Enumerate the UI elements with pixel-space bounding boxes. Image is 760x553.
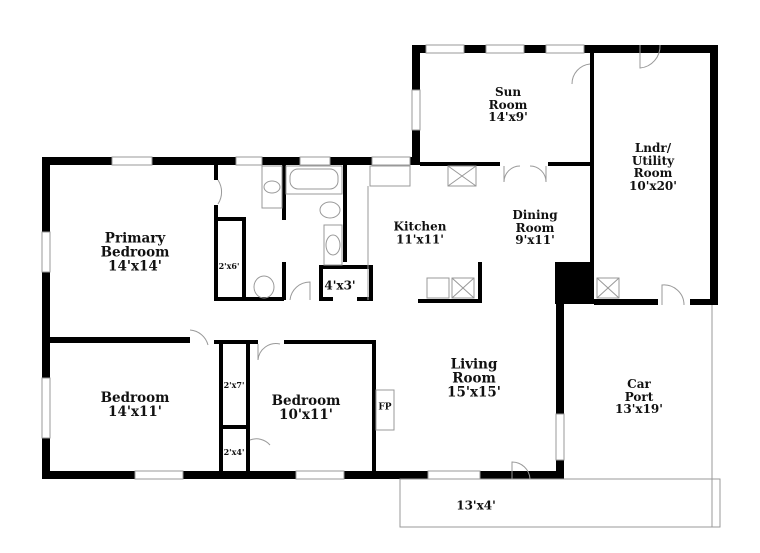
room-name-line1: Lndr/ — [634, 140, 672, 155]
room-dimensions: 9'x11' — [515, 233, 555, 248]
room-label-living-room: Living Room 15'x15' — [447, 358, 501, 401]
fireplace-label: FP — [378, 402, 392, 413]
room-dimensions: 14'x9' — [488, 110, 528, 125]
closet-label-primary: 2'x6' — [218, 260, 240, 271]
room-label-primary-bedroom: Primary Bedroom 14'x14' — [101, 232, 170, 275]
outlines — [399, 305, 721, 528]
fixtures — [253, 165, 620, 431]
room-name-line1: Kitchen — [393, 219, 447, 234]
room-name-line1: Bedroom — [271, 392, 341, 409]
room-label-car-port: Car Port 13'x19' — [615, 378, 663, 416]
windows — [41, 44, 585, 480]
room-name-line2: Utility — [631, 153, 675, 168]
room-dimensions: 14'x11' — [108, 404, 162, 420]
room-dimensions: 10'x11' — [279, 407, 333, 423]
room-name-line2: Room — [488, 97, 528, 112]
room-name-line2: Room — [515, 220, 555, 235]
room-dimensions: 15'x15' — [447, 385, 501, 402]
room-label-bedroom-2: Bedroom 10'x11' — [271, 392, 341, 423]
room-name-line2: Port — [624, 389, 654, 404]
room-label-dining-room: Dining Room 9'x11' — [512, 209, 557, 247]
room-label-sun-room: Sun Room 14'x9' — [488, 86, 528, 124]
closet-label-hall-1: 2'x7' — [223, 379, 245, 390]
room-name-line1: Car — [627, 377, 651, 392]
closet-label-hall-2: 2'x4' — [223, 446, 245, 457]
room-dimensions: 10'x20' — [629, 178, 677, 193]
porch-label: 13'x4' — [456, 498, 496, 513]
room-name-line1: Primary — [104, 230, 166, 247]
room-name-line2: Bedroom — [100, 244, 170, 261]
room-name-line2: Room — [452, 370, 496, 387]
room-label-bedroom-1: Bedroom 14'x11' — [100, 389, 170, 420]
room-name-line1: Bedroom — [100, 389, 170, 406]
doors — [189, 44, 685, 480]
room-dimensions: 14'x14' — [108, 259, 162, 276]
room-name-line1: Sun — [494, 85, 522, 100]
room-dimensions: 11'x11' — [396, 232, 444, 246]
room-label-laundry: Lndr/ Utility Room 10'x20' — [629, 142, 677, 192]
room-name-line1: Dining — [512, 208, 558, 223]
room-name-line1: Living — [450, 356, 498, 373]
pantry-label: 4'x3' — [324, 278, 356, 293]
room-label-kitchen: Kitchen 11'x11' — [394, 220, 447, 245]
room-name-line3: Room — [633, 166, 673, 180]
room-dimensions: 13'x19' — [615, 402, 663, 417]
